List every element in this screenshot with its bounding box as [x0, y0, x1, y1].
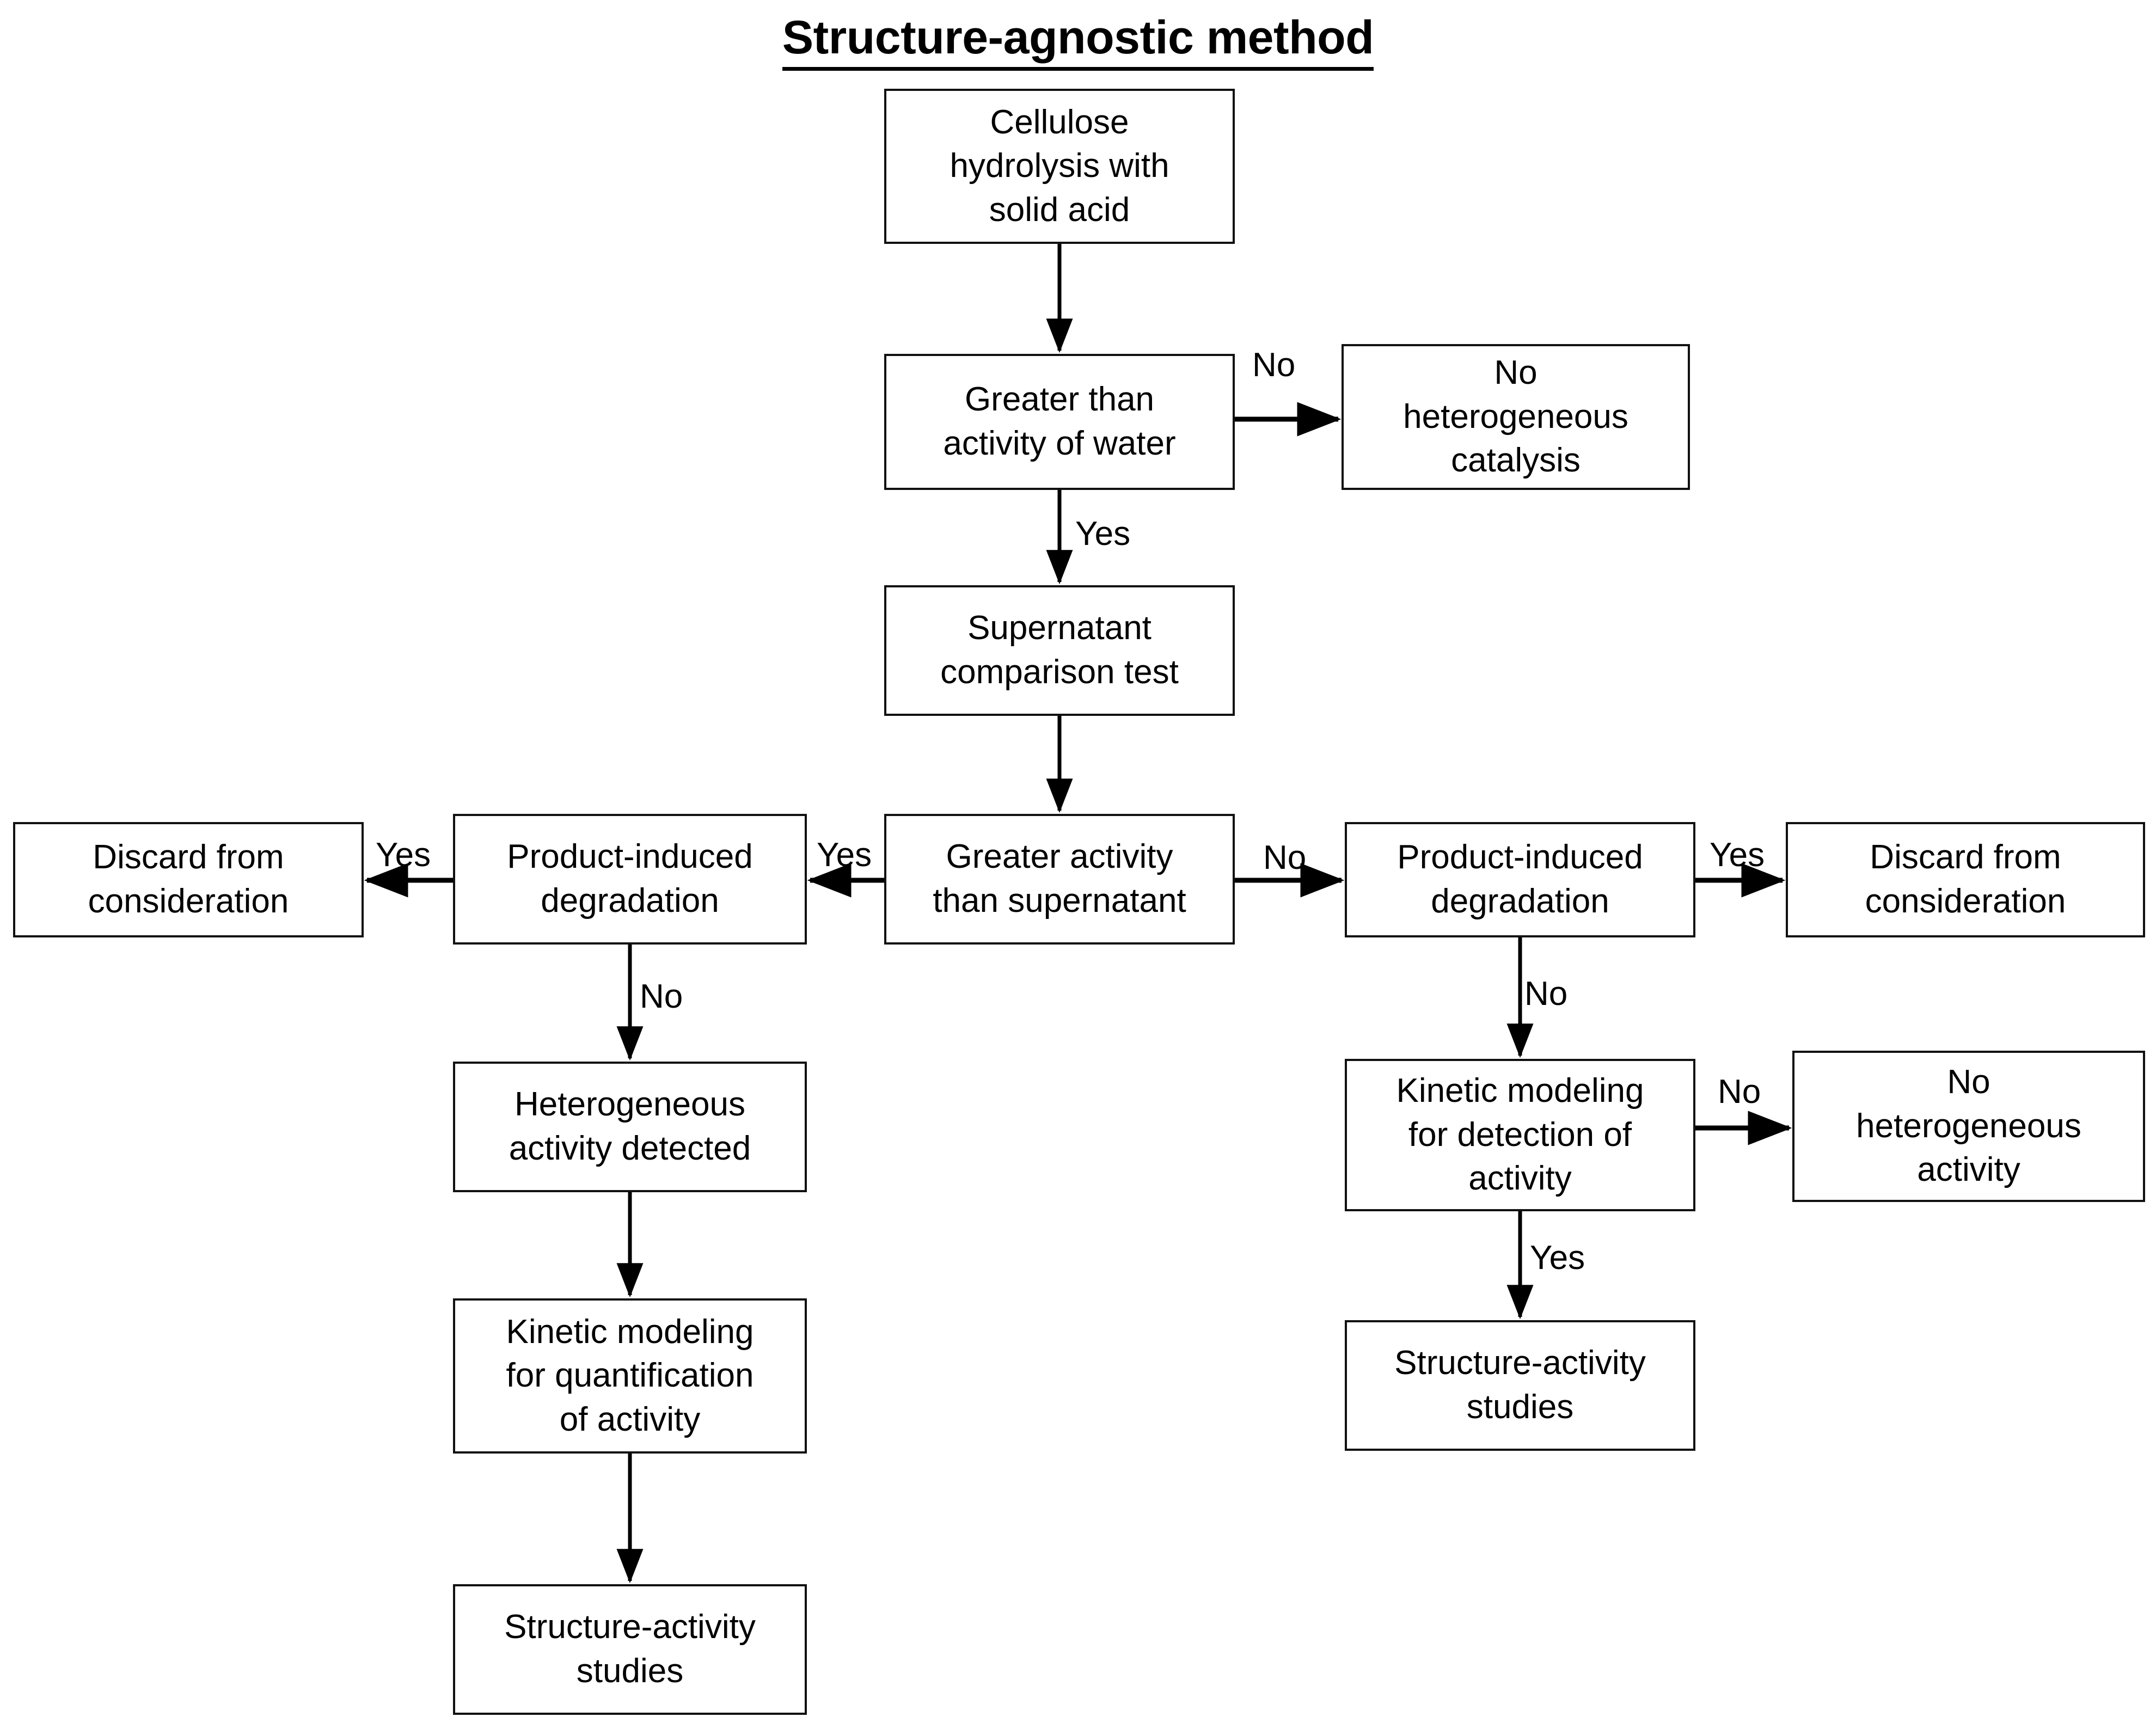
node-label: Structure-activity studies [1394, 1344, 1646, 1426]
node-product-induced-degradation-right[interactable]: Product-induced degradation [1345, 822, 1695, 937]
edge-label-yes-pid-right-discard: Yes [1710, 836, 1765, 874]
edge-label-no-pid-right-down: No [1524, 975, 1568, 1013]
node-label: Greater than activity of water [943, 381, 1176, 462]
node-label: No heterogeneous activity [1856, 1063, 2081, 1189]
node-label: Structure-activity studies [504, 1608, 756, 1690]
node-label: No heterogeneous catalysis [1403, 354, 1628, 480]
node-discard-from-consideration-left[interactable]: Discard from consideration [13, 822, 364, 937]
node-discard-from-consideration-right[interactable]: Discard from consideration [1786, 822, 2145, 937]
node-label: Greater activity than supernatant [933, 838, 1186, 919]
edge-label-yes-supernatant-left: Yes [817, 836, 872, 874]
node-no-heterogeneous-activity[interactable]: No heterogeneous activity [1792, 1051, 2145, 1202]
page-title: Structure-agnostic method [0, 11, 2156, 71]
edge-label-yes-pid-left-discard: Yes [376, 836, 431, 874]
edge-label-no-supernatant-right: No [1263, 839, 1307, 876]
node-kinetic-modeling-detection[interactable]: Kinetic modeling for detection of activi… [1345, 1059, 1695, 1211]
node-supernatant-comparison-test[interactable]: Supernatant comparison test [884, 585, 1235, 716]
node-greater-activity-than-supernatant[interactable]: Greater activity than supernatant [884, 814, 1235, 945]
node-no-heterogeneous-catalysis[interactable]: No heterogeneous catalysis [1342, 344, 1690, 490]
edge-label-no-water-branch: No [1252, 346, 1296, 384]
node-cellulose-hydrolysis[interactable]: Cellulose hydrolysis with solid acid [884, 89, 1235, 244]
page-title-text: Structure-agnostic method [782, 11, 1374, 71]
node-structure-activity-studies-right[interactable]: Structure-activity studies [1345, 1320, 1695, 1451]
node-greater-than-activity-of-water[interactable]: Greater than activity of water [884, 354, 1235, 490]
node-label: Discard from consideration [88, 838, 289, 920]
node-label: Discard from consideration [1865, 838, 2066, 920]
node-label: Product-induced degradation [1397, 838, 1643, 920]
node-label: Kinetic modeling for quantification of a… [506, 1313, 754, 1438]
node-structure-activity-studies-left[interactable]: Structure-activity studies [453, 1584, 807, 1715]
node-label: Product-induced degradation [507, 838, 753, 919]
edge-label-no-kinetic-detect-right: No [1718, 1073, 1761, 1111]
node-label: Cellulose hydrolysis with solid acid [950, 103, 1169, 229]
edge-label-yes-water-branch: Yes [1075, 515, 1131, 553]
node-label: Kinetic modeling for detection of activi… [1396, 1072, 1644, 1198]
node-product-induced-degradation-left[interactable]: Product-induced degradation [453, 814, 807, 945]
edge-label-no-pid-left-down: No [640, 978, 683, 1015]
node-label: Heterogeneous activity detected [509, 1086, 751, 1167]
node-heterogeneous-activity-detected[interactable]: Heterogeneous activity detected [453, 1062, 807, 1192]
node-label: Supernatant comparison test [940, 609, 1179, 691]
node-kinetic-modeling-quantification[interactable]: Kinetic modeling for quantification of a… [453, 1298, 807, 1454]
edge-label-yes-kinetic-detect-down: Yes [1530, 1239, 1585, 1277]
